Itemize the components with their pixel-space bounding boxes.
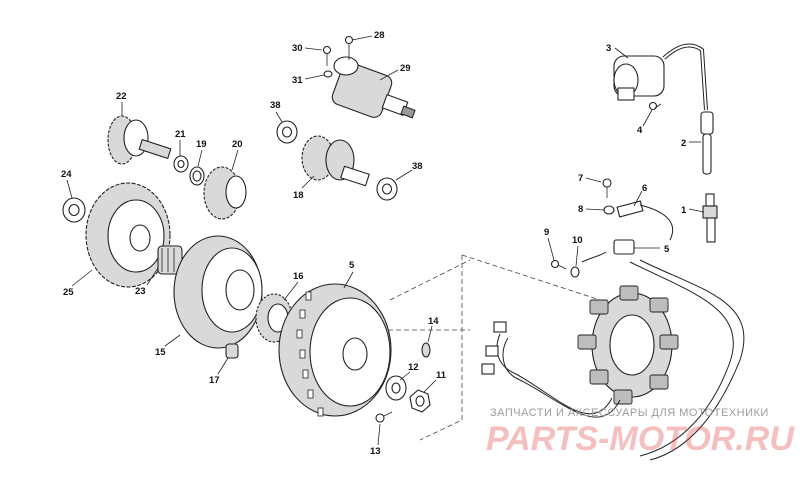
spark-plug-cap-2 — [700, 111, 714, 175]
gear-25 — [85, 182, 171, 288]
callout-25: 25 — [63, 287, 74, 298]
watermark-subtitle: ЗАПЧАСТИ И АКСЕССУАРЫ ДЛЯ МОТОТЕХНИКИ — [490, 407, 769, 419]
watermark: ЗАПЧАСТИ И АКСЕССУАРЫ ДЛЯ МОТОТЕХНИКИ PA… — [486, 407, 795, 458]
callout-4: 4 — [637, 125, 643, 136]
callout-5-rotor: 5 — [349, 260, 355, 271]
callout-23: 23 — [135, 286, 146, 297]
hv-cable — [662, 43, 708, 111]
pickup-sensor-5 — [613, 239, 635, 255]
callout-30: 30 — [292, 43, 303, 54]
screw-30 — [322, 45, 332, 66]
starter-clutch-15 — [173, 235, 263, 349]
washer-24 — [62, 197, 86, 223]
callout-12: 12 — [408, 362, 419, 373]
watermark-main: PARTS-MOTOR.RU — [486, 420, 795, 458]
callout-7: 7 — [578, 173, 583, 184]
washer-21 — [173, 155, 189, 173]
washer-8 — [603, 205, 615, 215]
callout-1: 1 — [681, 205, 687, 216]
ignition-coil-3 — [613, 55, 665, 101]
starter-motor — [331, 56, 416, 119]
washer-10 — [570, 266, 580, 278]
leader-lines — [66, 35, 705, 446]
callout-17: 17 — [209, 375, 220, 386]
gear-20 — [203, 166, 247, 220]
callout-2: 2 — [681, 138, 686, 149]
callout-31: 31 — [292, 75, 303, 86]
needle-bearing-23 — [157, 245, 183, 275]
stator-coil — [577, 285, 679, 405]
callout-8: 8 — [578, 204, 583, 215]
callout-22: 22 — [116, 91, 127, 102]
screw-9 — [550, 259, 567, 270]
screw-7 — [602, 178, 612, 198]
gear-22 — [107, 115, 172, 165]
washer-12 — [385, 375, 407, 401]
bolt-13 — [375, 411, 393, 423]
callout-16: 16 — [293, 271, 304, 282]
callout-15: 15 — [155, 347, 166, 358]
bracket-6 — [616, 200, 644, 218]
callout-11: 11 — [436, 370, 447, 381]
flywheel-rotor-5 — [278, 283, 392, 417]
nut-11 — [409, 389, 431, 413]
callout-21: 21 — [175, 129, 186, 140]
washer-31 — [323, 70, 333, 78]
callout-13: 13 — [370, 446, 381, 457]
callout-29: 29 — [400, 63, 411, 74]
spark-plug-1 — [702, 193, 718, 243]
callout-38-right: 38 — [412, 161, 423, 172]
callout-18: 18 — [293, 190, 304, 201]
callout-3: 3 — [606, 43, 611, 54]
callout-14: 14 — [428, 316, 439, 327]
callout-6: 6 — [642, 183, 647, 194]
callout-19: 19 — [196, 139, 207, 150]
roller-17 — [225, 343, 239, 359]
callout-38-left: 38 — [270, 100, 281, 111]
callout-24: 24 — [61, 169, 72, 180]
callout-10: 10 — [572, 235, 583, 246]
starter-gear-18 — [301, 135, 370, 187]
key-14 — [421, 342, 431, 358]
washer-38-right — [376, 177, 398, 201]
callout-9: 9 — [544, 227, 549, 238]
callout-5-pickup: 5 — [664, 244, 670, 255]
coil-screw-4 — [648, 101, 662, 111]
circlip-19 — [189, 166, 205, 186]
connectors — [481, 321, 507, 375]
callout-labels: 1 2 3 4 5 5 6 7 8 9 10 11 12 13 14 15 16… — [61, 30, 687, 457]
callout-20: 20 — [232, 139, 243, 150]
washer-38-left — [276, 120, 298, 144]
callout-28: 28 — [374, 30, 385, 41]
